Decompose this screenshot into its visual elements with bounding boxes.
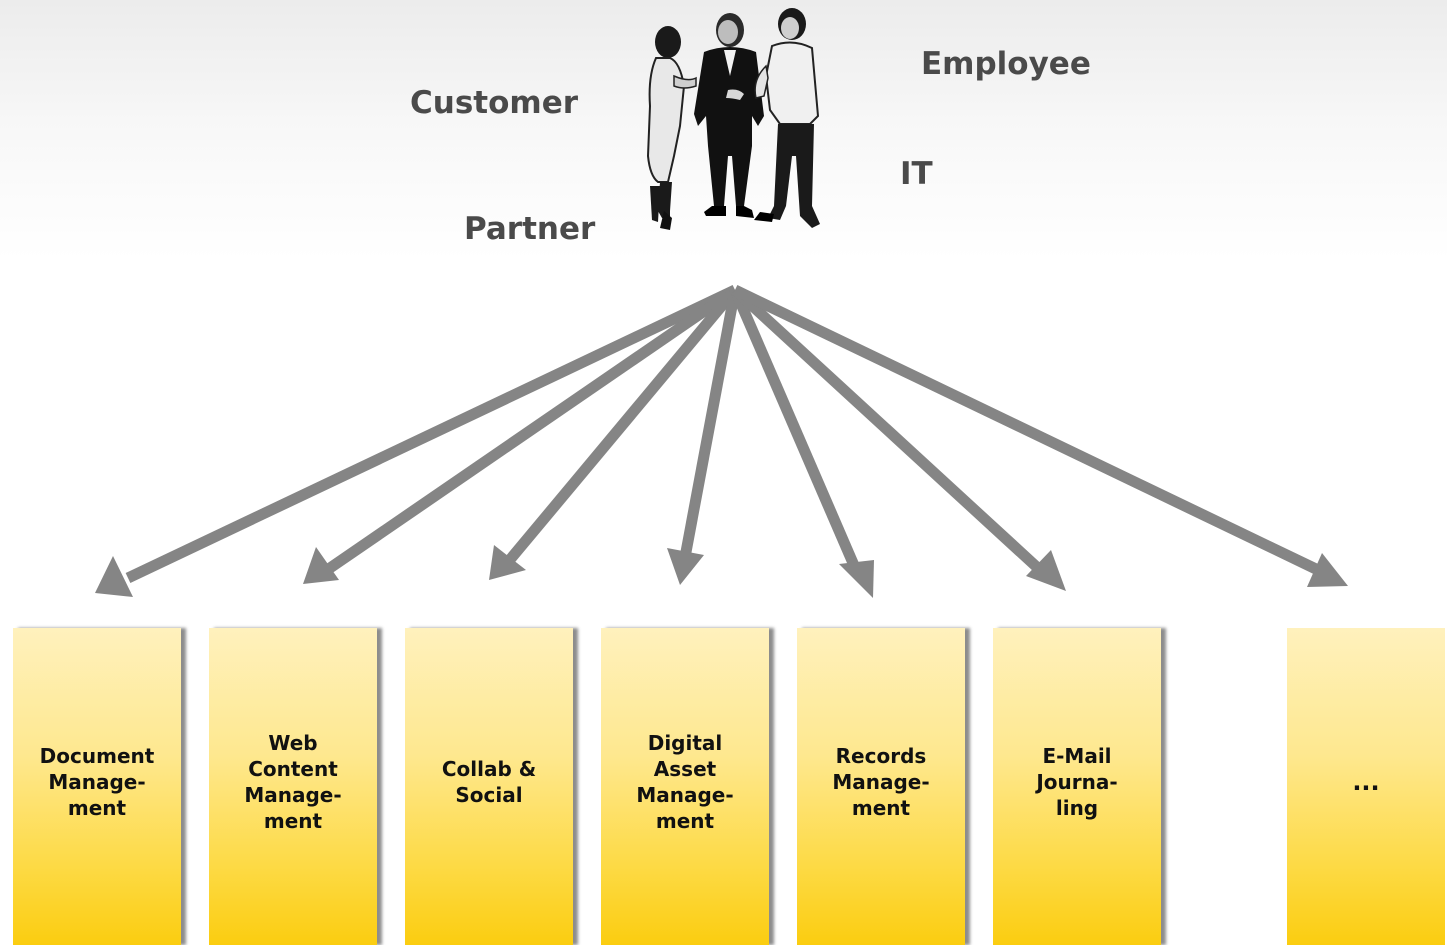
box-label: Document Manage- ment xyxy=(39,743,155,820)
arrow-to-email-journaling xyxy=(731,285,1044,575)
arrowhead-collab-social xyxy=(489,545,526,580)
box-label: Collab & Social xyxy=(441,756,537,807)
box-email-journaling: E-Mail Journa- ling xyxy=(993,628,1161,945)
arrowhead-more xyxy=(1307,553,1348,587)
arrow-to-document-management xyxy=(125,285,738,583)
person-man-casual-icon xyxy=(754,8,820,228)
arrowhead-document-management xyxy=(95,556,133,597)
role-label-partner: Partner xyxy=(464,211,596,247)
box-label: ... xyxy=(1352,767,1380,796)
people-group-icon xyxy=(646,8,820,230)
role-label-it: IT xyxy=(900,156,933,192)
box-label: Digital Asset Manage- ment xyxy=(636,730,734,833)
person-woman-icon xyxy=(646,26,697,230)
arrow-to-more xyxy=(732,285,1321,575)
box-digital-asset-management: Digital Asset Manage- ment xyxy=(601,628,769,945)
box-records-management: Records Manage- ment xyxy=(797,628,965,945)
arrow-to-web-content-management xyxy=(326,285,739,573)
role-label-customer: Customer xyxy=(410,85,579,121)
arrowhead-records-management xyxy=(839,560,874,598)
arrow-to-collab-social xyxy=(503,286,740,566)
box-label: E-Mail Journa- ling xyxy=(1036,743,1118,820)
arrowhead-web-content-management xyxy=(303,547,339,584)
box-label: Records Manage- ment xyxy=(832,743,930,820)
role-label-employee: Employee xyxy=(921,46,1091,82)
arrowhead-email-journaling xyxy=(1026,550,1066,591)
box-more: ... xyxy=(1287,628,1445,945)
box-document-management: Document Manage- ment xyxy=(13,628,181,945)
arrowhead-digital-asset-management xyxy=(667,548,704,585)
box-label: Web Content Manage- ment xyxy=(244,730,342,833)
box-web-content-management: Web Content Manage- ment xyxy=(209,628,377,945)
arrow-to-digital-asset-management xyxy=(680,288,741,554)
arrow-to-records-management xyxy=(729,287,862,573)
person-man-suit-icon xyxy=(694,13,764,218)
box-collab-social: Collab & Social xyxy=(405,628,573,945)
